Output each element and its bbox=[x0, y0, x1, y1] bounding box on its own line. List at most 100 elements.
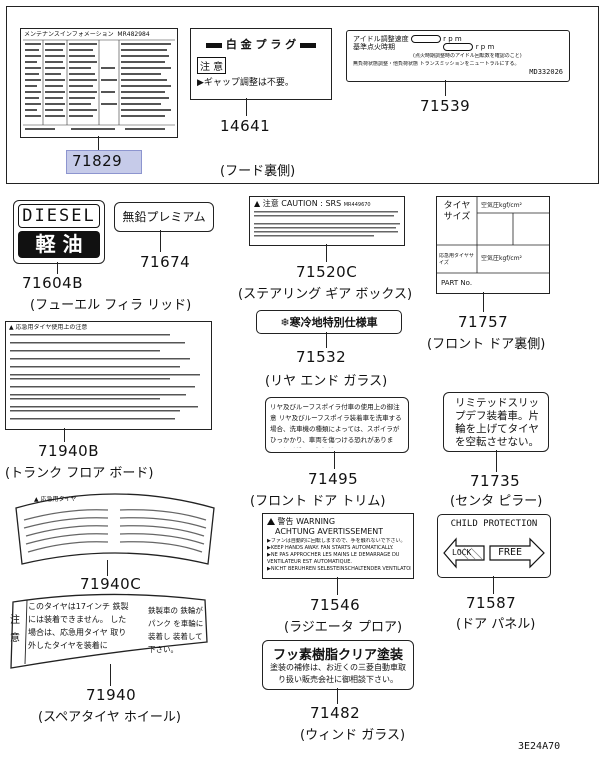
label-71539-line2: 基準点火時期 r p m bbox=[353, 43, 495, 51]
label-71829-table bbox=[23, 39, 175, 130]
label-trunk: ▲ 応急用タイヤ使用上の注意 bbox=[5, 321, 212, 430]
tire-col2: 空気圧kgf/cm² bbox=[481, 202, 522, 209]
label-limited: リミテッドスリップデフ装着車。片輪を上げてタイヤを空転させない。 bbox=[443, 392, 549, 452]
leader-71546 bbox=[337, 577, 338, 595]
leader-71757 bbox=[483, 292, 484, 312]
caption-71482: (ウィンド ガラス) bbox=[300, 728, 406, 743]
radiator-line3: ▶NE PAS APPROCHER LES MAINS LE DEMARRAGE… bbox=[267, 552, 400, 558]
label-radiator: 警告 WARNING ACHTUNG AVERTISSEMENT ▶ファンは自動… bbox=[262, 513, 414, 579]
part-number-71532: 71532 bbox=[296, 348, 347, 366]
leader-71674 bbox=[160, 230, 161, 252]
radiator-line2: ▶KEEP HANDS AWAY. FAN STARTS AUTOMATICAL… bbox=[267, 545, 394, 551]
srs-text-lines bbox=[254, 211, 400, 237]
label-14641-title: 白 金 プ ラ グ bbox=[195, 36, 327, 52]
part-number-71757: 71757 bbox=[458, 313, 509, 331]
part-number-71940c: 71940C bbox=[80, 575, 142, 593]
label-71539-line3: (点火時期調整時のアイドル回転数を確認のこと) bbox=[413, 53, 522, 59]
label-71539: アイドル調整速度 r p m 基準点火時期 r p m (点火時期調整時のアイド… bbox=[346, 30, 570, 82]
label-spare bbox=[10, 593, 208, 669]
spare-text-right: 鉄製車の 鉄輪がパンク を車輪に装着し 装着して下さい。 bbox=[148, 606, 204, 654]
trunk-text-lines bbox=[10, 334, 200, 420]
diesel-text: DIESEL bbox=[18, 204, 100, 228]
part-number-71940b: 71940B bbox=[38, 442, 100, 460]
caption-71940: (スペアタイヤ ホイール) bbox=[38, 710, 181, 725]
part-number-71940: 71940 bbox=[86, 686, 137, 704]
leader-71482 bbox=[337, 688, 338, 704]
caption-71587: (ドア パネル) bbox=[456, 617, 536, 632]
label-71539-line4: 無負荷状態調整・他負荷状態 トランスミッションをニュートラルにする。 bbox=[353, 61, 520, 67]
part-number-71735: 71735 bbox=[470, 472, 521, 490]
leader-71495 bbox=[334, 451, 335, 469]
srs-heading: ▲ 注意 CAUTION : SRS MR449670 bbox=[254, 199, 371, 208]
part-number-71604b: 71604B bbox=[22, 274, 84, 292]
premium-text: 無鉛プレミアム bbox=[122, 210, 206, 224]
hood-caption: (フード裏側) bbox=[220, 164, 296, 179]
radiator-line5: ▶NICHT BERÜHREN SELBSTEINSCHALTENDER VEN… bbox=[267, 566, 411, 572]
label-cold: ❄寒冷地特別仕様車 bbox=[256, 310, 402, 334]
trunk-heading: ▲ 応急用タイヤ使用上の注意 bbox=[9, 324, 88, 331]
leader-71604b bbox=[57, 262, 58, 274]
part-number-71539: 71539 bbox=[420, 97, 471, 115]
leader-71587 bbox=[493, 576, 494, 594]
part-71829-highlight bbox=[66, 150, 142, 174]
child-arrows bbox=[443, 537, 545, 569]
radiator-line4: VENTILATEUR EST AUTOMATIQUE. bbox=[267, 559, 352, 565]
label-diesel: DIESEL 軽 油 bbox=[13, 200, 105, 264]
caption-71532: (リヤ エンド ガラス) bbox=[265, 374, 388, 389]
part-number-71482: 71482 bbox=[310, 704, 361, 722]
part-number-71674: 71674 bbox=[140, 253, 191, 271]
leader-71520c bbox=[326, 244, 327, 262]
label-71539-code: MD332026 bbox=[529, 69, 563, 76]
fluoro-body: 塗装の補修は、お近くの三菱自動車取り扱い販売会社に御相談下さい。 bbox=[270, 663, 406, 684]
tire-row2: 応急用タイヤサイズ bbox=[439, 253, 474, 266]
keiyu-text: 軽 油 bbox=[18, 231, 100, 258]
radiator-heading: 警告 WARNING bbox=[267, 517, 409, 526]
label-spare-arc bbox=[15, 493, 215, 565]
fluoro-title: フッ素樹脂クリア塗装 bbox=[272, 648, 403, 663]
limited-text: リミテッドスリップデフ装着車。片輪を上げてタイヤを空転させない。 bbox=[455, 397, 539, 448]
label-spoiler: リヤ及びルーフスポイラ付車の使用上の御注意 リヤ及びルーフスポイラ装着車を洗車す… bbox=[265, 397, 409, 453]
label-14641: 白 金 プ ラ グ 注 意 ▶ギャップ調整は不要。 bbox=[190, 28, 332, 100]
leader-71829 bbox=[98, 136, 99, 150]
leader-71539 bbox=[445, 80, 446, 96]
label-71829: メンテナンスインフォメーション MR482984 bbox=[20, 28, 178, 138]
child-heading: CHILD PROTECTION bbox=[450, 519, 538, 529]
radiator-line1: ▶ファンは自動的に回転しますので、手を触れないで下さい。 bbox=[267, 538, 406, 544]
part-number-71495: 71495 bbox=[308, 470, 359, 488]
caption-71735: (センタ ピラー) bbox=[450, 494, 543, 509]
spare-text-mid: このタイヤは17インチ 鉄製には装着できません。 した場合は、応急用タイヤ 取り… bbox=[28, 602, 129, 650]
caption-71604b: (フューエル フィラ リッド) bbox=[30, 298, 192, 313]
label-71539-line1: アイドル調整速度 r p m bbox=[353, 35, 462, 43]
label-fluoro: フッ素樹脂クリア塗装 塗装の補修は、お近くの三菱自動車取り扱い販売会社に御相談下… bbox=[262, 640, 414, 690]
caption-71940b: (トランク フロア ボード) bbox=[5, 466, 154, 481]
spare-arc-heading: ▲ 応急用タイヤ bbox=[34, 496, 77, 503]
part-number-71587: 71587 bbox=[466, 594, 517, 612]
spoiler-text: リヤ及びルーフスポイラ付車の使用上の御注意 リヤ及びルーフスポイラ装着車を洗車す… bbox=[270, 403, 402, 448]
tire-col1: タイヤ サイズ bbox=[443, 201, 471, 222]
cold-text: ❄寒冷地特別仕様車 bbox=[280, 316, 378, 329]
caption-71546: (ラジエータ プロア) bbox=[284, 620, 403, 635]
part-number-71546: 71546 bbox=[310, 596, 361, 614]
label-premium: 無鉛プレミアム bbox=[114, 202, 214, 232]
label-71829-header: メンテナンスインフォメーション MR482984 bbox=[24, 31, 150, 38]
caption-71757: (フロント ドア裏側) bbox=[427, 337, 546, 352]
label-child: CHILD PROTECTION LOCK FREE bbox=[437, 514, 551, 578]
part-number-71520c: 71520C bbox=[296, 263, 358, 281]
leader-14641 bbox=[246, 98, 247, 116]
radiator-heading2: ACHTUNG AVERTISSEMENT bbox=[275, 527, 384, 536]
label-tire: タイヤ サイズ 空気圧kgf/cm² 応急用タイヤサイズ 空気圧kgf/cm² … bbox=[436, 196, 550, 294]
spare-text-left: 注 意 bbox=[10, 615, 20, 644]
label-14641-sub: 注 意 bbox=[197, 57, 227, 74]
tire-footer: PART No. bbox=[441, 280, 473, 287]
child-lock-label: LOCK bbox=[452, 548, 472, 557]
caption-71495: (フロント ドア トリム) bbox=[250, 494, 386, 509]
tire-row2b: 空気圧kgf/cm² bbox=[481, 255, 522, 262]
part-number-14641: 14641 bbox=[220, 117, 271, 135]
leader-71940 bbox=[110, 664, 111, 686]
leader-71735 bbox=[496, 450, 497, 472]
leader-71940b bbox=[64, 428, 65, 442]
label-srs: ▲ 注意 CAUTION : SRS MR449670 bbox=[249, 196, 405, 246]
leader-71940c bbox=[107, 560, 108, 576]
leader-71532 bbox=[326, 332, 327, 348]
part-number-71829: 71829 bbox=[72, 152, 123, 170]
